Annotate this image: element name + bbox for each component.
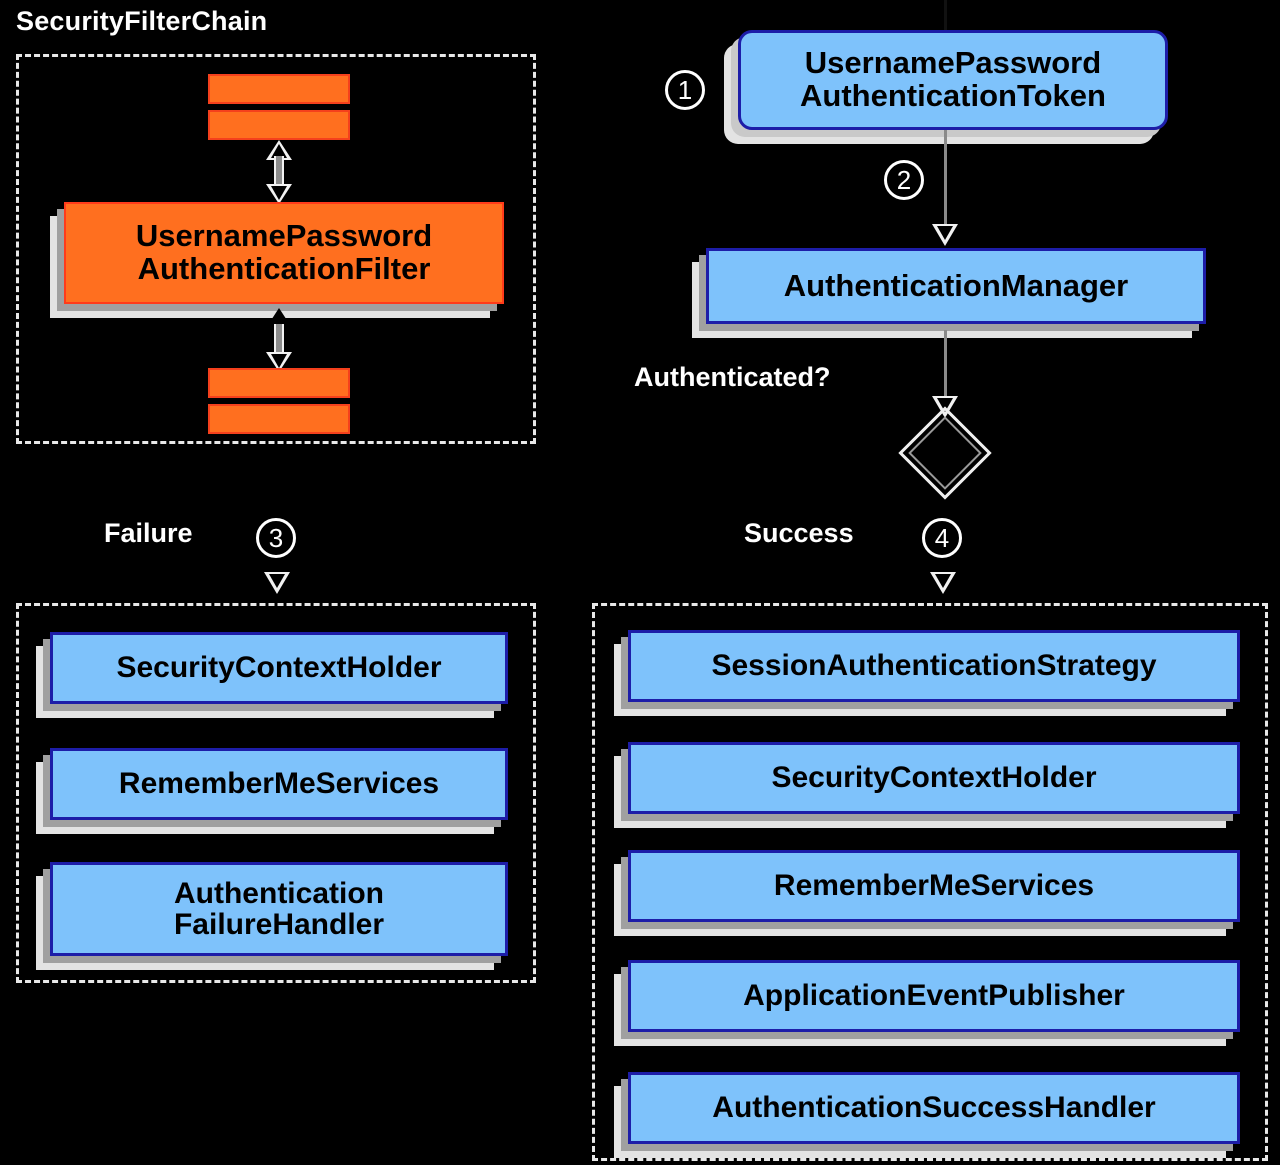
arrow-shaft [274, 324, 284, 354]
arrow-head-up-solid [266, 308, 292, 328]
authentication-manager-node[interactable]: AuthenticationManager [692, 248, 1206, 338]
filter-bar [208, 74, 350, 104]
incoming-connector [944, 0, 947, 30]
node-label: UsernamePassword AuthenticationFilter [135, 218, 433, 286]
node-label: SecurityContextHolder [771, 761, 1097, 795]
step-3-badge: 3 [256, 518, 296, 558]
decision-arrowhead-inner [937, 398, 953, 412]
arrow-head-down-inner [271, 186, 287, 200]
success-handlers-container [592, 603, 1268, 1161]
security-filter-chain-container [16, 54, 536, 444]
username-password-authentication-filter-node[interactable]: UsernamePassword AuthenticationFilter [50, 202, 504, 318]
node-face: UsernamePassword AuthenticationToken [738, 30, 1168, 130]
manager-to-decision-connector [944, 330, 947, 400]
node-face: UsernamePassword AuthenticationFilter [64, 202, 504, 304]
filter-chain-arrow-lower [260, 308, 298, 372]
node-face: AuthenticationSuccessHandler [628, 1072, 1240, 1144]
token-to-manager-arrowhead-inner [937, 226, 953, 240]
failure-item-authentication-failure-handler[interactable]: Authentication FailureHandler [36, 862, 508, 970]
node-label: SessionAuthenticationStrategy [711, 649, 1157, 683]
success-item-security-context-holder[interactable]: SecurityContextHolder [614, 742, 1240, 828]
failure-arrowhead-inner [269, 574, 285, 588]
node-face: RememberMeServices [50, 748, 508, 820]
security-filter-chain-title: SecurityFilterChain [16, 6, 268, 36]
token-to-manager-connector [944, 130, 947, 228]
filter-chain-arrow-upper [260, 140, 298, 204]
node-face: AuthenticationManager [706, 248, 1206, 324]
success-arrowhead-inner [935, 574, 951, 588]
step-1-badge: 1 [665, 70, 705, 110]
node-label: AuthenticationSuccessHandler [712, 1091, 1156, 1125]
node-label: SecurityContextHolder [116, 651, 442, 685]
node-face: SessionAuthenticationStrategy [628, 630, 1240, 702]
filter-bars-below [208, 368, 350, 434]
filter-bar [208, 368, 350, 398]
failure-item-remember-me-services[interactable]: RememberMeServices [36, 748, 508, 834]
success-item-authentication-success-handler[interactable]: AuthenticationSuccessHandler [614, 1072, 1240, 1158]
failure-item-security-context-holder[interactable]: SecurityContextHolder [36, 632, 508, 718]
node-label: Authentication FailureHandler [173, 876, 385, 941]
node-label: RememberMeServices [118, 767, 440, 801]
failure-label: Failure [104, 518, 193, 548]
username-password-authentication-token-node[interactable]: UsernamePassword AuthenticationToken [724, 30, 1168, 144]
success-item-remember-me-services[interactable]: RememberMeServices [614, 850, 1240, 936]
authenticated-decision-diamond [898, 406, 992, 500]
node-label: ApplicationEventPublisher [743, 979, 1125, 1013]
failure-handlers-container [16, 603, 536, 983]
arrow-head-up-inner [271, 144, 287, 158]
node-face: RememberMeServices [628, 850, 1240, 922]
step-4-badge: 4 [922, 518, 962, 558]
step-2-badge: 2 [884, 160, 924, 200]
filter-bars-above [208, 74, 350, 140]
node-face: SecurityContextHolder [628, 742, 1240, 814]
filter-bar [208, 404, 350, 434]
node-label: AuthenticationManager [783, 267, 1129, 303]
diamond-inner-outline [908, 416, 982, 490]
filter-bar [208, 110, 350, 140]
arrow-head-down-inner [271, 354, 287, 368]
node-label: UsernamePassword AuthenticationToken [800, 45, 1106, 113]
decision-label: Authenticated? [634, 362, 831, 392]
success-item-session-authentication-strategy[interactable]: SessionAuthenticationStrategy [614, 630, 1240, 716]
node-face: Authentication FailureHandler [50, 862, 508, 956]
node-face: ApplicationEventPublisher [628, 960, 1240, 1032]
success-label: Success [744, 518, 854, 548]
arrow-shaft [274, 156, 284, 186]
node-face: SecurityContextHolder [50, 632, 508, 704]
node-label: RememberMeServices [773, 869, 1095, 903]
success-item-application-event-publisher[interactable]: ApplicationEventPublisher [614, 960, 1240, 1046]
